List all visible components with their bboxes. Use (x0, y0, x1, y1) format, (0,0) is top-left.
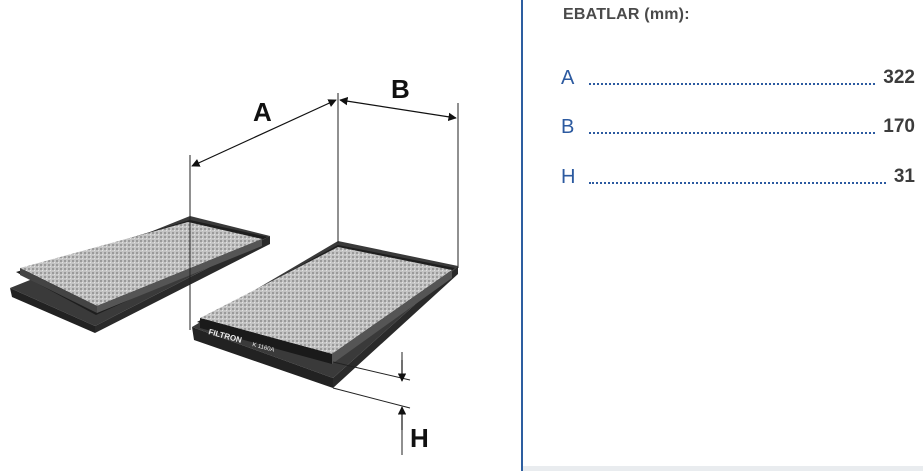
panel-bottom-bar (523, 466, 923, 471)
spec-value-b: 170 (883, 116, 915, 137)
dimension-arrows (191, 97, 457, 430)
dimension-label-a: A (253, 97, 272, 127)
dimensions-panel: EBATLAR (mm): A 322 B 170 H 31 (523, 0, 923, 471)
filter-drawing: FILTRON K 1160A A B H (10, 74, 459, 455)
dimension-label-b: B (391, 74, 410, 104)
model-text: K 1160A (251, 342, 274, 354)
dot-leader (589, 132, 876, 134)
spec-row-a: A 322 (561, 64, 915, 92)
spec-row-b: B 170 (561, 113, 915, 141)
spec-value-a: 322 (883, 67, 915, 88)
dimension-label-h: H (410, 423, 429, 453)
spec-value-h: 31 (893, 166, 915, 187)
vertical-divider (521, 0, 523, 471)
spec-row-h: H 31 (561, 163, 915, 191)
filter-left (10, 216, 270, 333)
spec-label-a: A (561, 66, 575, 89)
filter-right: FILTRON K 1160A (192, 241, 458, 388)
spec-label-b: B (561, 115, 575, 138)
dot-leader (589, 182, 886, 184)
dimensions-title: EBATLAR (mm): (563, 6, 690, 23)
dot-leader (589, 83, 876, 85)
filter-diagram: FILTRON K 1160A A B H (10, 74, 459, 455)
spec-label-h: H (561, 165, 576, 188)
